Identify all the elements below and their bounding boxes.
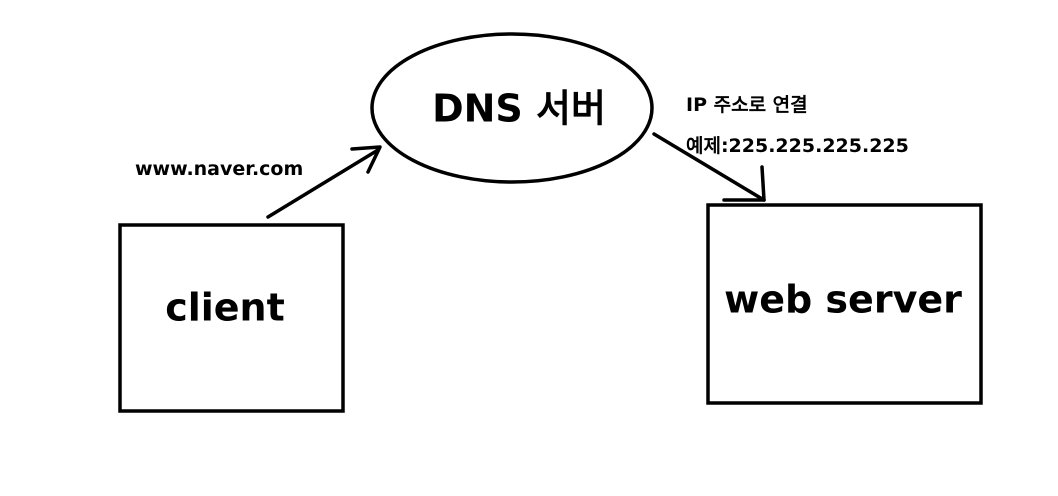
client-label: client — [165, 286, 285, 330]
client-node: client — [118, 223, 345, 413]
dns-to-web-arrow-line — [652, 132, 766, 202]
dns-to-web-label-line2: 예제:225.225.225.225 — [686, 135, 909, 157]
dns-server-label: DNS 서버 — [432, 87, 606, 131]
dns-server-ellipse — [370, 32, 654, 184]
dns-to-web-arrow-head — [722, 165, 766, 202]
dns-to-web-arrow: IP 주소로 연결 예제:225.225.225.225 — [652, 94, 909, 202]
client-to-dns-label: www.naver.com — [135, 158, 303, 180]
dns-to-web-label-line1: IP 주소로 연결 — [686, 94, 808, 116]
client-to-dns-arrow: www.naver.com — [135, 145, 382, 219]
client-box — [118, 223, 345, 413]
web-server-node: web server — [706, 203, 983, 405]
client-to-dns-arrow-line — [266, 148, 380, 219]
web-server-label: web server — [724, 278, 962, 322]
dns-server-node: DNS 서버 — [370, 32, 654, 184]
web-server-box — [706, 203, 983, 405]
client-to-dns-arrow-head — [350, 145, 382, 174]
